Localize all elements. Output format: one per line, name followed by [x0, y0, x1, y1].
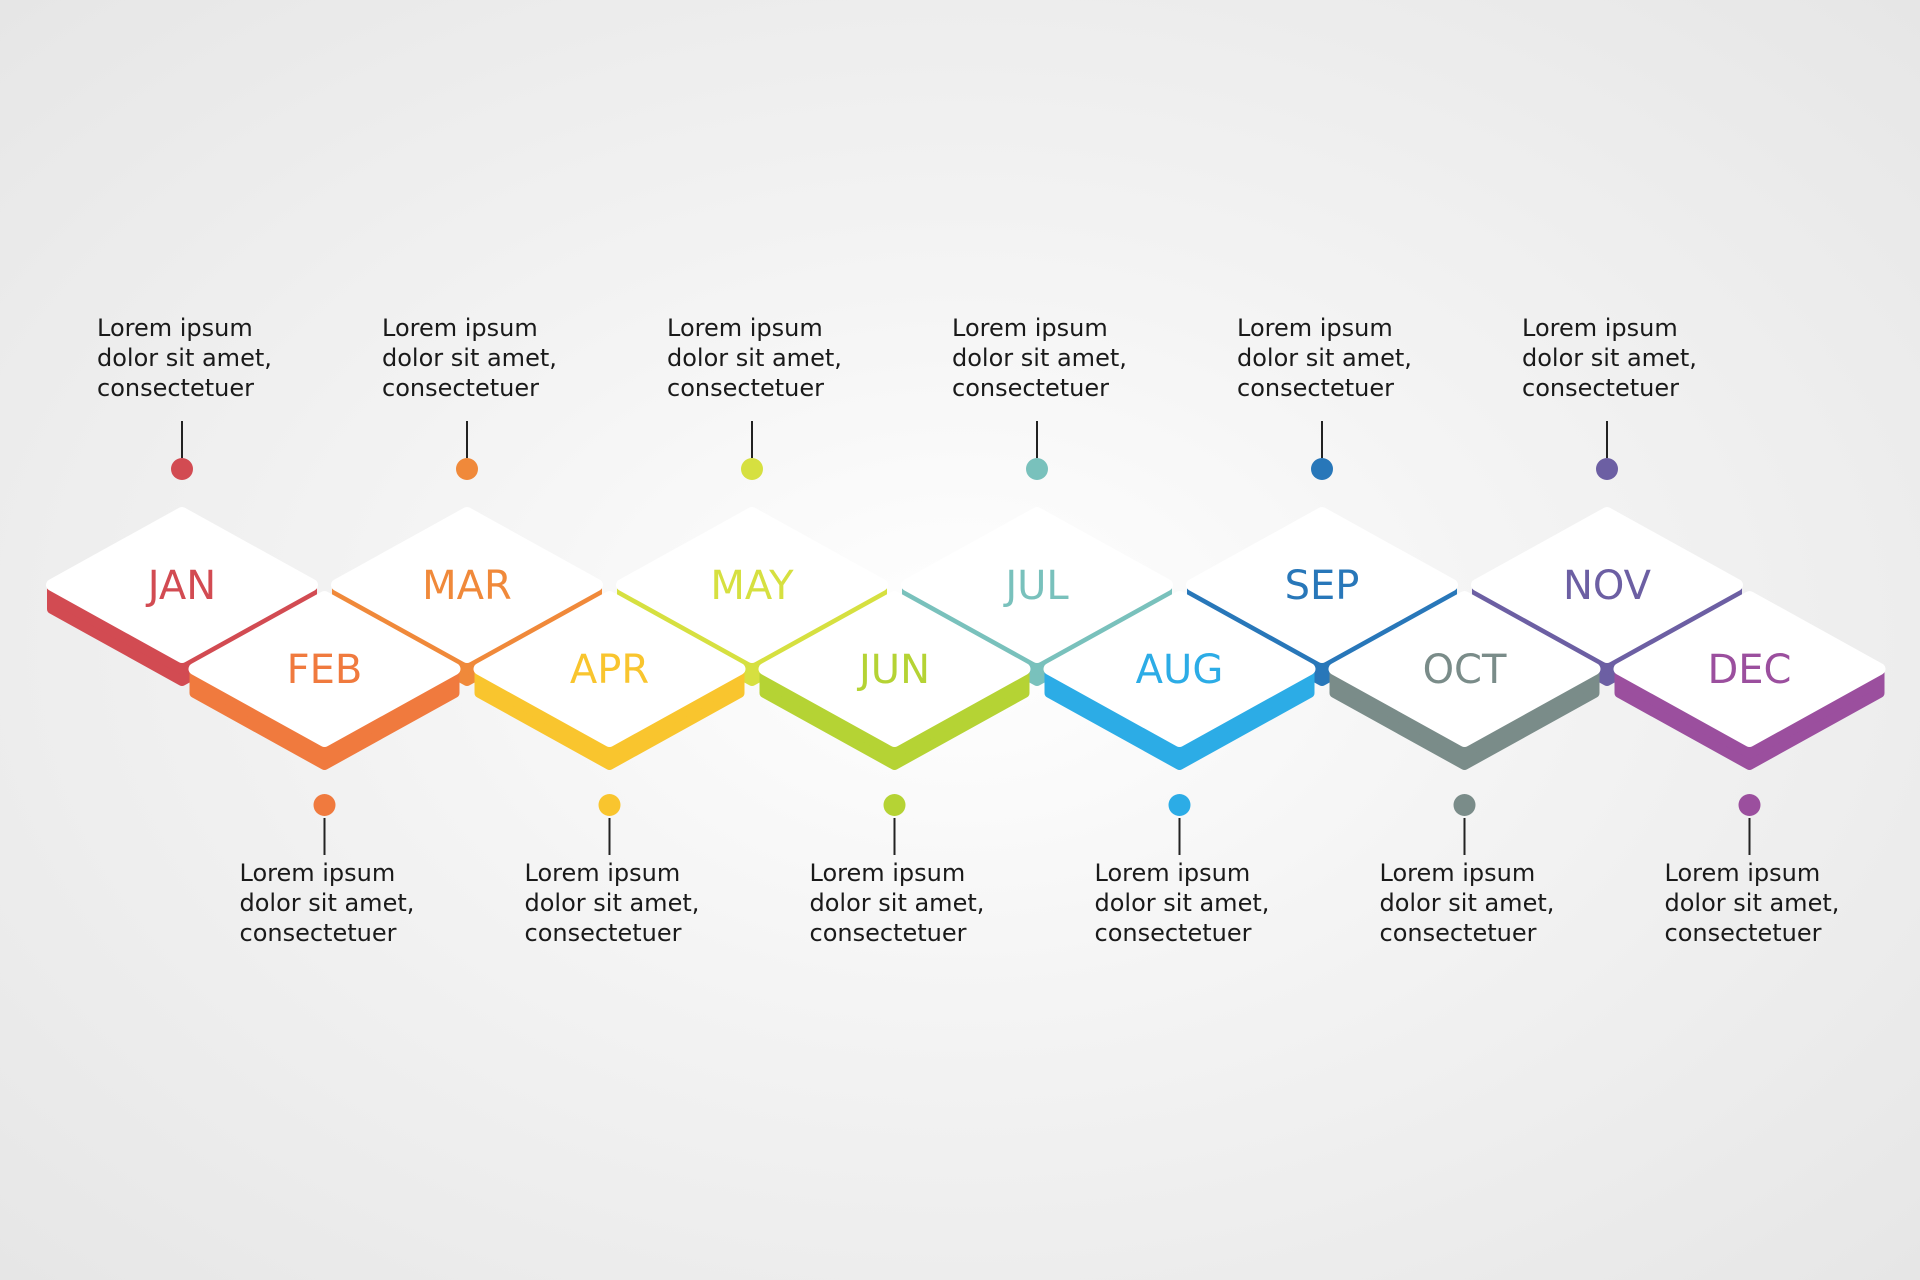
marker-dot-dec: [1738, 794, 1761, 816]
month-label-feb: FEB: [287, 647, 363, 693]
month-block-jun: JUN: [758, 591, 1031, 770]
description-line: dolor sit amet,: [1522, 344, 1697, 372]
month-block-dec: DEC: [1613, 591, 1886, 770]
month-block-face-jan: [46, 507, 318, 663]
marker-dot-jun: [883, 794, 906, 816]
diamond-layer: JAN MAR MAY JUL SEP NOV FEB APR JUN AUG OCT DEC: [46, 507, 1886, 770]
month-label-dec: DEC: [1707, 647, 1791, 693]
description-line: consectetuer: [1522, 374, 1679, 402]
month-block-face-nov: [1471, 507, 1743, 663]
month-label-jul: JUL: [1002, 563, 1069, 609]
description-line: consectetuer: [1379, 919, 1537, 947]
month-label-may: MAY: [710, 563, 794, 609]
description-line: dolor sit amet,: [1379, 889, 1555, 917]
month-block-face-mar: [331, 507, 603, 663]
marker-dot-apr: [598, 794, 621, 816]
month-block-aug: AUG: [1043, 591, 1316, 770]
description-line: dolor sit amet,: [667, 344, 842, 372]
month-block-face-aug: [1043, 591, 1316, 747]
description-line: Lorem ipsum: [667, 314, 823, 342]
marker-dot-sep: [1311, 458, 1333, 480]
description-line: Lorem ipsum: [524, 859, 681, 887]
month-label-aug: AUG: [1136, 647, 1224, 693]
description-line: consectetuer: [239, 919, 397, 947]
marker-dot-nov: [1596, 458, 1618, 480]
description-line: consectetuer: [1094, 919, 1252, 947]
description-line: consectetuer: [1664, 919, 1822, 947]
description-line: Lorem ipsum: [382, 314, 538, 342]
month-block-face-jul: [901, 507, 1173, 663]
description-line: Lorem ipsum: [1522, 314, 1678, 342]
description-line: dolor sit amet,: [1664, 889, 1840, 917]
month-label-mar: MAR: [422, 563, 512, 609]
description-line: dolor sit amet,: [97, 344, 272, 372]
month-label-oct: OCT: [1423, 647, 1507, 693]
description-line: dolor sit amet,: [1094, 889, 1270, 917]
month-label-jan: JAN: [145, 563, 216, 609]
marker-dot-mar: [456, 458, 478, 480]
marker-dot-jan: [171, 458, 193, 480]
month-block-face-may: [616, 507, 888, 663]
month-label-nov: NOV: [1563, 563, 1652, 609]
description-line: dolor sit amet,: [524, 889, 700, 917]
description-line: consectetuer: [1237, 374, 1394, 402]
description-line: consectetuer: [667, 374, 824, 402]
month-block-feb: FEB: [188, 591, 461, 770]
month-block-apr: APR: [473, 591, 746, 770]
description-line: consectetuer: [382, 374, 539, 402]
month-block-face-apr: [473, 591, 746, 747]
month-label-jun: JUN: [856, 647, 930, 693]
month-block-face-feb: [188, 591, 461, 747]
description-line: consectetuer: [952, 374, 1109, 402]
marker-dot-aug: [1168, 794, 1191, 816]
description-line: Lorem ipsum: [952, 314, 1108, 342]
description-line: Lorem ipsum: [809, 859, 966, 887]
month-block-face-oct: [1328, 591, 1601, 747]
month-block-face-sep: [1186, 507, 1458, 663]
marker-dot-feb: [313, 794, 336, 816]
description-line: dolor sit amet,: [382, 344, 557, 372]
marker-dot-oct: [1453, 794, 1476, 816]
description-line: Lorem ipsum: [97, 314, 253, 342]
month-block-oct: OCT: [1328, 591, 1601, 770]
description-line: dolor sit amet,: [239, 889, 415, 917]
description-line: consectetuer: [97, 374, 254, 402]
month-label-apr: APR: [570, 647, 649, 693]
description-line: consectetuer: [524, 919, 682, 947]
description-line: Lorem ipsum: [239, 859, 396, 887]
marker-dot-may: [741, 458, 763, 480]
description-line: dolor sit amet,: [952, 344, 1127, 372]
month-block-face-dec: [1613, 591, 1886, 747]
marker-dot-jul: [1026, 458, 1048, 480]
marker-layer: [171, 421, 1761, 855]
description-line: Lorem ipsum: [1094, 859, 1251, 887]
month-block-face-jun: [758, 591, 1031, 747]
description-line: Lorem ipsum: [1664, 859, 1821, 887]
month-label-sep: SEP: [1285, 563, 1360, 609]
description-line: Lorem ipsum: [1379, 859, 1536, 887]
description-line: Lorem ipsum: [1237, 314, 1393, 342]
description-line: dolor sit amet,: [1237, 344, 1412, 372]
description-line: dolor sit amet,: [809, 889, 985, 917]
description-line: consectetuer: [809, 919, 967, 947]
